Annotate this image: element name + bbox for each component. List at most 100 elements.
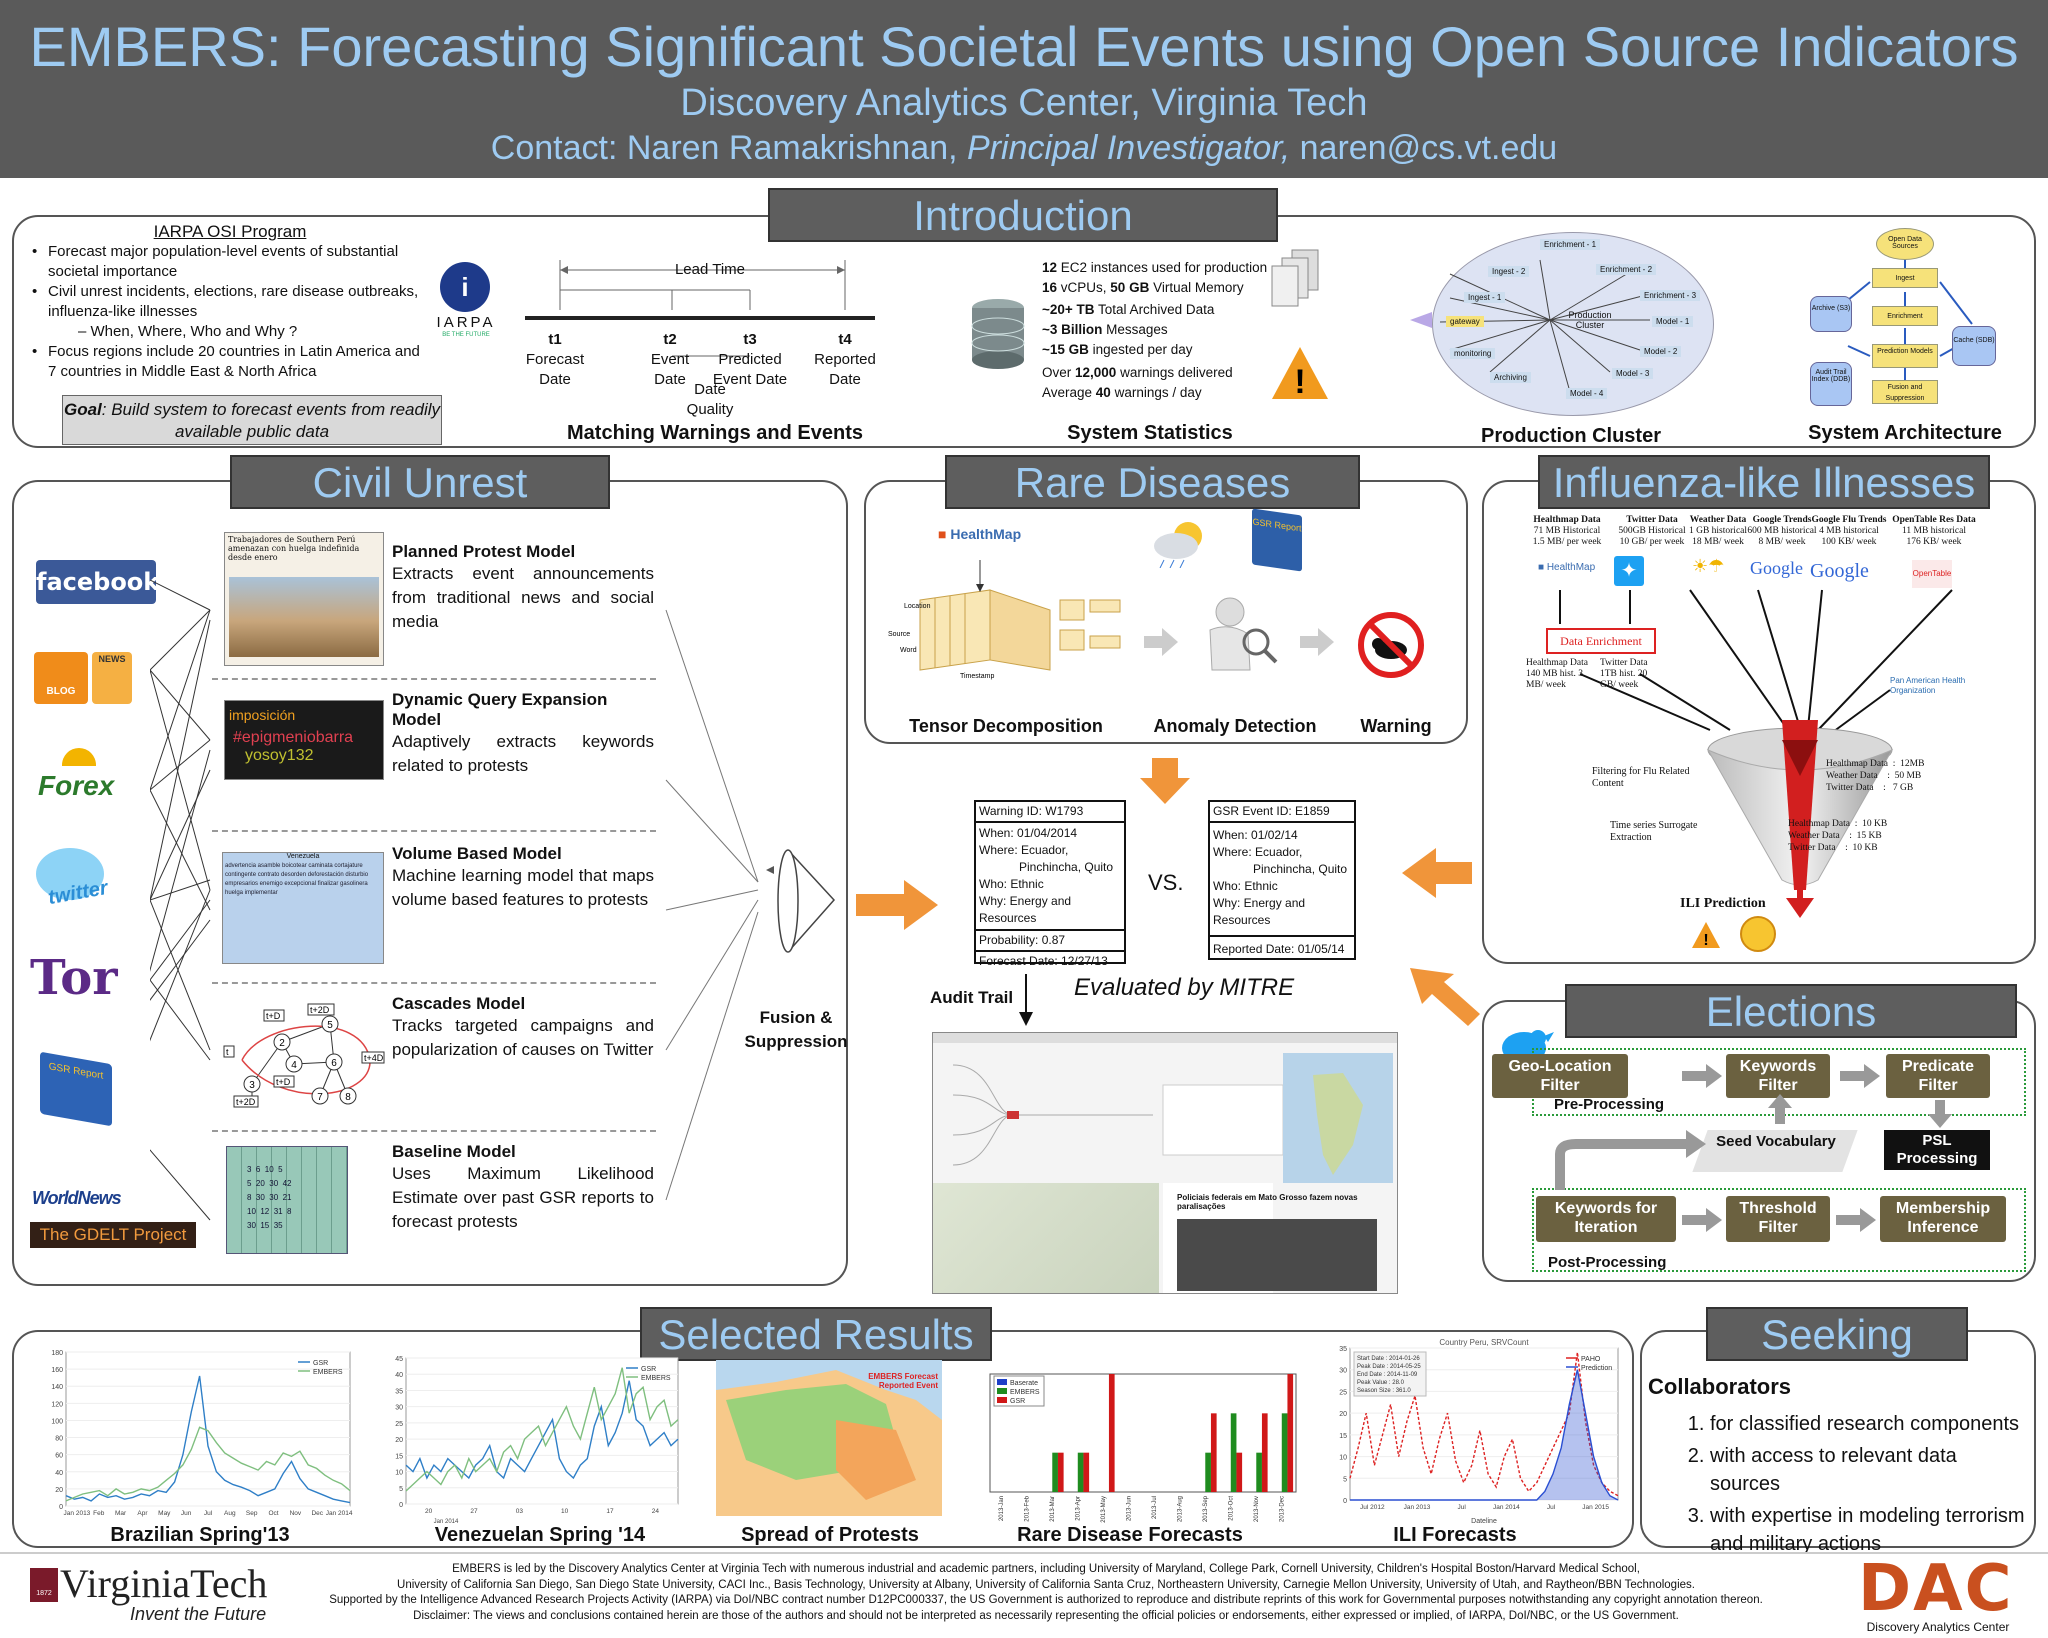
x-tick-label: 2013-Aug (1177, 1496, 1183, 1522)
y-tick-label: 15 (395, 1453, 403, 1460)
legend-label: EMBERS (1010, 1389, 1040, 1396)
x-tick-label: 17 (606, 1508, 614, 1515)
results-title: Selected Results (640, 1307, 992, 1361)
arrow-right-gray-icon (1144, 628, 1178, 656)
twitter-small-icon: ✦ (1614, 556, 1644, 586)
cluster-node: Enrichment - 3 (1640, 290, 1701, 301)
svg-text:7: 7 (317, 1092, 323, 1103)
svg-text:t+2D: t+2D (310, 1005, 330, 1015)
forex-icon: Forex (38, 770, 115, 801)
legend-label: EMBERS (313, 1369, 343, 1376)
bar-embers (1281, 1413, 1288, 1492)
y-tick-label: 40 (55, 1470, 63, 1477)
seed-vocabulary: Seed Vocabulary (1716, 1133, 1836, 1150)
x-tick-label: Jan 2013 (64, 1510, 91, 1517)
plot-area (405, 1357, 679, 1505)
fusion-label: Fusion & Suppression (744, 1008, 848, 1051)
arch-node: Fusion and Suppression (1872, 380, 1938, 404)
legend-label: Prediction (1581, 1365, 1612, 1372)
arch-node: Archive (S3) (1810, 296, 1852, 332)
database-icon (970, 298, 1026, 370)
seeking-list: for classified research components with … (1686, 1410, 2030, 1558)
x-tick-label: Jul 2012 (1360, 1504, 1385, 1511)
svg-text:Word: Word (900, 647, 917, 654)
iarpa-logo-text: IARPA (436, 314, 496, 331)
arrow-up-gray-icon (1768, 1094, 1792, 1124)
x-tick-label: 10 (561, 1508, 569, 1515)
model-volume: Volume Based Model Machine learning mode… (392, 844, 654, 909)
x-tick-label: 2013-Sep (1203, 1495, 1209, 1522)
membership-inference: Membership Inference (1880, 1196, 2006, 1242)
arch-node: Enrichment (1872, 306, 1938, 326)
preprocessing-label: Pre-Processing (1554, 1096, 1665, 1113)
cluster-node: Enrichment - 2 (1596, 264, 1657, 275)
x-tick-label: Jul (1547, 1504, 1556, 1511)
worldnews-icon: WorldNews (32, 1188, 122, 1208)
healthmap-logo: ■ HealthMap (938, 526, 1022, 542)
postprocessing-frame (1532, 1188, 2026, 1272)
y-tick-label: 35 (395, 1388, 403, 1395)
weather-small-icon: ☀☂ (1692, 556, 1725, 576)
svg-text:5: 5 (327, 1020, 333, 1031)
ili-title: Influenza-like Illnesses (1538, 455, 1990, 509)
divider (212, 982, 656, 984)
sub-bullet: – When, Where, Who and Why ? (78, 323, 298, 340)
y-tick-label: 0 (59, 1504, 63, 1511)
y-tick-label: 25 (395, 1421, 403, 1428)
facebook-icon: facebook (36, 560, 159, 604)
arch-node: Prediction Models (1872, 344, 1938, 368)
y-tick-label: 45 (395, 1356, 403, 1363)
cluster-center-label: Production Cluster (1568, 310, 1612, 330)
loop-arrow-icon (1555, 1130, 1706, 1190)
svg-text:t: t (226, 1047, 229, 1057)
server-icon (1268, 248, 1328, 308)
filter-label: Filtering for Flu Related Content (1592, 766, 1690, 789)
x-tick-label: Apr (137, 1510, 148, 1517)
anomaly-caption: Anomaly Detection (1153, 716, 1317, 736)
tensor-caption: Tensor Decomposition (909, 716, 1103, 736)
cluster-node: Enrichment - 1 (1540, 239, 1601, 250)
x-tick-label: 2013-Jan (999, 1496, 1005, 1521)
bullet: Focus regions include 20 countries in La… (30, 342, 430, 382)
y-tick-label: 100 (51, 1418, 63, 1425)
bar-embers (1052, 1452, 1058, 1492)
healthmap-small-icon: ■ HealthMap (1538, 562, 1596, 573)
ili-warning-icon: ! (1690, 920, 1722, 955)
dqe-wordcloud-thumbnail: imposición #epigmeniobarra yosoy132 (224, 700, 384, 780)
cluster-node: Model - 4 (1566, 388, 1608, 399)
volume-table-thumbnail: Venezuela advertencia asamble boicotear … (222, 852, 384, 964)
seeking-item: with access to relevant data sources (1710, 1442, 2030, 1498)
x-tick-label: Aug (224, 1510, 236, 1517)
y-tick-label: 140 (51, 1384, 63, 1391)
opentable-icon: OpenTable (1912, 560, 1952, 588)
cluster-node: Archiving (1490, 372, 1531, 383)
timeline-caption: Matching Warnings and Events (567, 422, 863, 444)
result-caption: Spread of Protests (741, 1524, 919, 1546)
bar-gsr (1108, 1374, 1115, 1492)
intro-bullets: Forecast major population-level events o… (30, 242, 430, 322)
x-tick-label: 2013-Mar (1050, 1496, 1056, 1522)
x-tick-label: 2013-Nov (1254, 1496, 1260, 1522)
legend-label: Baserate (1010, 1380, 1038, 1387)
gsr-book-icon: GSR Report (40, 1051, 112, 1127)
google-trends-icon: Google (1750, 558, 1803, 578)
x-tick-label: Jan 2015 (1582, 1504, 1609, 1511)
funnel-cone-icon (770, 846, 836, 958)
civil-unrest-title: Civil Unrest (230, 455, 610, 509)
iarpa-icon: i (440, 262, 490, 312)
healthmap-enriched: Healthmap Data 140 MB hist. 3 MB/ week (1526, 658, 1588, 690)
geo-location-filter: Geo-Location Filter (1492, 1054, 1628, 1098)
vt-wordmark: VirginiaTech (60, 1561, 268, 1606)
stats-caption: System Statistics (1067, 422, 1233, 444)
seeking-item: with expertise in modeling terrorism and… (1710, 1502, 2030, 1558)
vt-tagline: Invent the Future (130, 1604, 267, 1624)
cluster-node: Model - 1 (1652, 316, 1694, 327)
arrow-down-black-icon (1019, 974, 1033, 1026)
x-tick-label: 24 (652, 1508, 660, 1515)
divider (212, 1130, 656, 1132)
legend-swatch (997, 1379, 1007, 1385)
